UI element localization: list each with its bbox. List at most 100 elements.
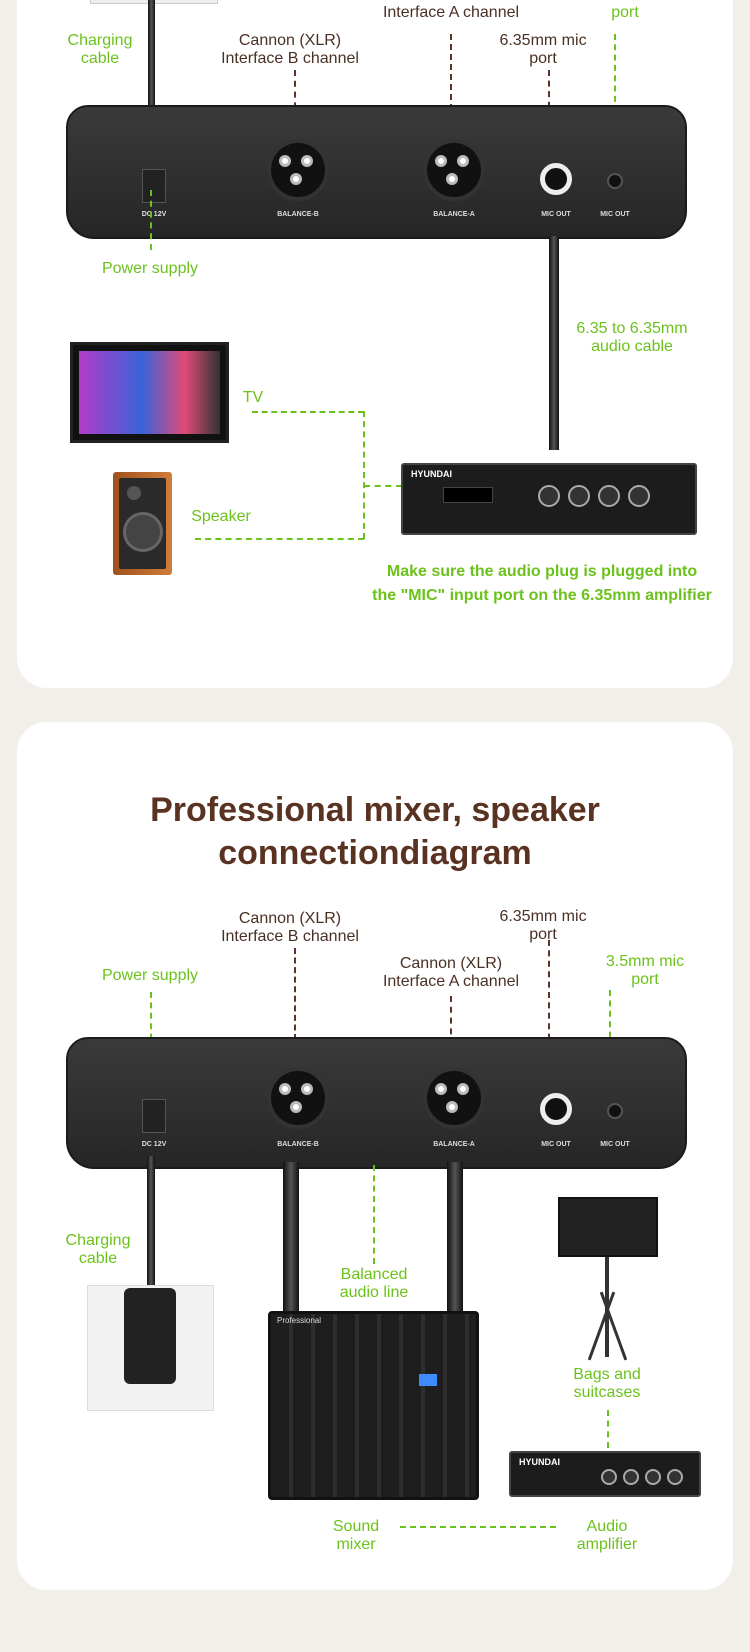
label-line: suitcases	[573, 1384, 641, 1401]
title-line: connectiondiagram	[218, 834, 532, 872]
label-line: Cannon (XLR)	[238, 32, 342, 49]
receiver-device: DC 12V BALANCE-B BALANCE-A MIC OUT MIC O…	[66, 105, 687, 239]
xlr-cable-a	[447, 1162, 463, 1312]
label-power-supply: Power supply	[101, 967, 199, 984]
speaker-image	[113, 472, 172, 575]
amplifier-image: HYUNDAI	[509, 1451, 701, 1497]
leader-line	[614, 34, 616, 174]
label-tv: TV	[242, 389, 264, 406]
leader-line	[450, 34, 452, 130]
leader-line	[607, 1410, 609, 1448]
label-line: cable	[80, 50, 120, 67]
leader-line	[294, 948, 296, 1040]
label-line: Charging	[65, 1232, 131, 1249]
dc-port	[142, 169, 166, 203]
stage-speaker-image	[558, 1197, 658, 1257]
knob	[601, 1469, 617, 1485]
port-label: BALANCE-A	[433, 1141, 475, 1148]
label-interface-b: Cannon (XLR)Interface B channel	[221, 32, 359, 68]
charging-cable	[148, 0, 155, 130]
mixer-brand: Professional	[277, 1316, 322, 1325]
charging-cable	[147, 1156, 155, 1290]
xlr-port-a	[423, 139, 485, 201]
amplifier-image: HYUNDAI	[401, 463, 697, 535]
port-label: MIC OUT	[541, 211, 571, 218]
port-label: BALANCE-B	[277, 1141, 319, 1148]
leader-line	[150, 190, 152, 250]
label-interface-a: Cannon (XLR)Interface A channel	[383, 955, 519, 991]
label-35mm-port: port	[611, 4, 639, 21]
35mm-jack	[607, 1103, 623, 1119]
label-power-supply: Power supply	[101, 260, 199, 277]
label-line: Charging	[67, 32, 133, 49]
label-line: audio line	[339, 1284, 409, 1301]
port-label: BALANCE-B	[277, 211, 319, 218]
label-line: Interface B channel	[221, 50, 359, 67]
knob	[667, 1469, 683, 1485]
label-line: 6.35 to 6.35mm	[576, 320, 688, 337]
label-line: port	[529, 926, 557, 943]
knob	[538, 485, 560, 507]
port-label: BALANCE-A	[433, 211, 475, 218]
label-line: Cannon (XLR)	[238, 910, 342, 927]
label-line: 6.35mm mic	[499, 32, 587, 49]
port-label: DC 12V	[141, 211, 167, 218]
amplifier-brand: HYUNDAI	[519, 1457, 561, 1467]
label-line: Sound	[332, 1518, 380, 1535]
note-line: the "MIC" input port on the 6.35mm ampli…	[372, 587, 712, 604]
leader-line	[252, 411, 364, 413]
sound-mixer-image: Professional	[268, 1311, 479, 1500]
label-interface-a: Interface A channel	[382, 4, 520, 21]
label-line: mixer	[336, 1536, 376, 1553]
label-line: 3.5mm mic	[605, 953, 685, 970]
leader-line	[195, 538, 364, 540]
port-label: MIC OUT	[541, 1141, 571, 1148]
leader-line	[364, 485, 402, 487]
635mm-jack	[540, 163, 572, 195]
label-line: audio cable	[591, 338, 673, 355]
label-line: Balanced	[340, 1266, 408, 1283]
label-line: Interface B channel	[221, 928, 359, 945]
label-line: 6.35mm mic	[499, 908, 587, 925]
xlr-port-b	[267, 139, 329, 201]
tv-image	[70, 342, 229, 443]
635mm-jack	[540, 1093, 572, 1125]
leader-line	[400, 1526, 556, 1528]
leader-line	[450, 996, 452, 1056]
xlr-port-b	[267, 1067, 329, 1129]
knob	[623, 1469, 639, 1485]
xlr-port-a	[423, 1067, 485, 1129]
label-line: amplifier	[576, 1536, 638, 1553]
port-label: DC 12V	[141, 1141, 167, 1148]
label-line: Audio	[586, 1518, 628, 1535]
knob	[628, 485, 650, 507]
label-speaker: Speaker	[191, 508, 251, 525]
label-line: cable	[78, 1250, 118, 1267]
635-audio-cable	[549, 236, 559, 450]
label-line: Bags and	[573, 1366, 641, 1383]
port-label: MIC OUT	[600, 211, 630, 218]
knob	[645, 1469, 661, 1485]
wall-outlet	[87, 1285, 214, 1411]
label-interface-b: Cannon (XLR)Interface B channel	[221, 910, 359, 946]
port-label: MIC OUT	[600, 1141, 630, 1148]
leader-line	[548, 940, 550, 1050]
setup-note: Make sure the audio plug is plugged into…	[372, 560, 712, 608]
label-line: Cannon (XLR)	[399, 955, 503, 972]
label-line: port	[631, 971, 659, 988]
leader-line	[373, 1165, 375, 1295]
label-line: port	[529, 50, 557, 67]
dc-port	[142, 1099, 166, 1133]
knob	[568, 485, 590, 507]
leader-line	[363, 411, 365, 539]
knob	[598, 485, 620, 507]
